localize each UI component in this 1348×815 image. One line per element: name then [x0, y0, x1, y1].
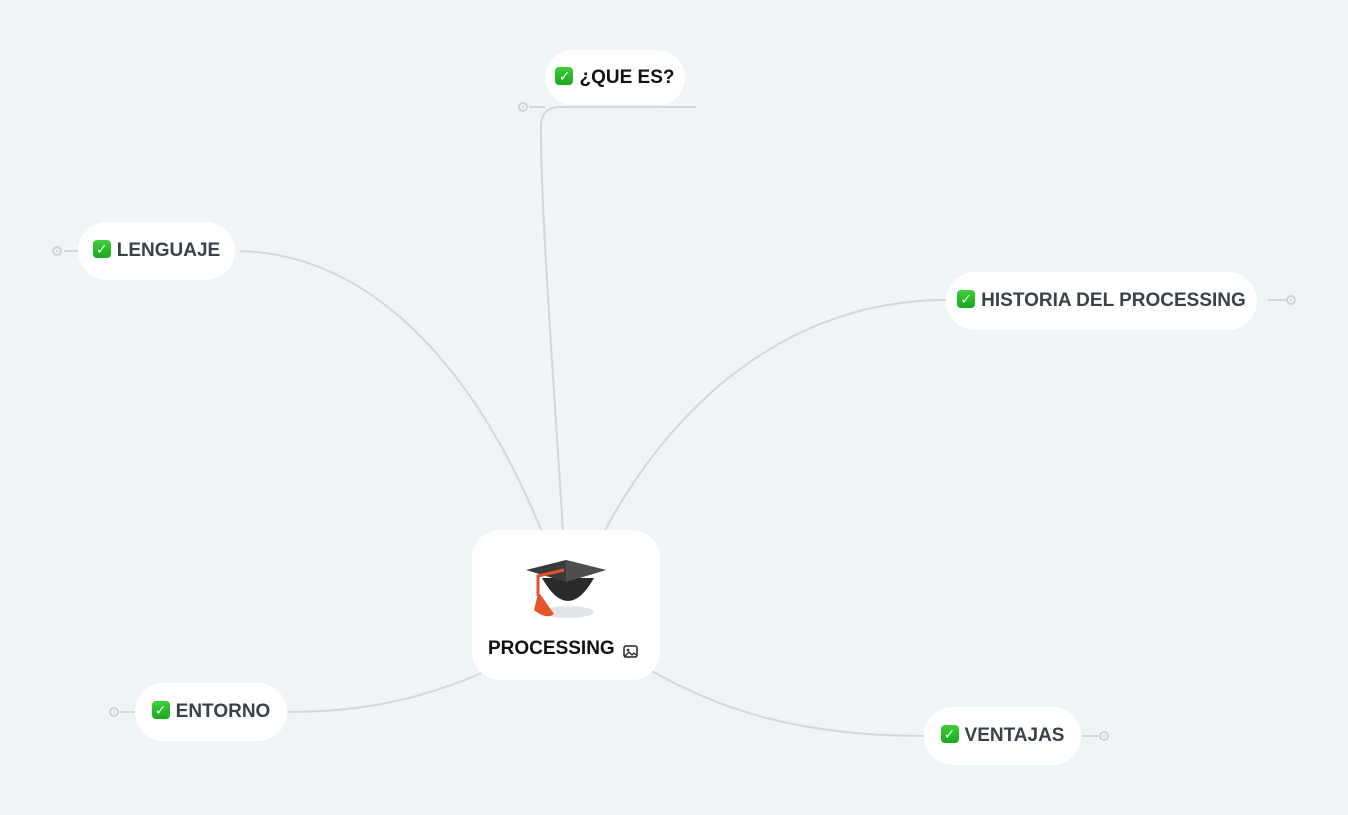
topic-historia[interactable]: ✓ HISTORIA DEL PROCESSING [946, 272, 1257, 330]
collapse-handle-entorno[interactable] [109, 707, 119, 717]
collapse-handle-lenguaje[interactable] [52, 246, 62, 256]
topic-ventajas[interactable]: ✓ VENTAJAS [924, 707, 1081, 765]
topic-label: LENGUAJE [116, 240, 221, 261]
root-topic-processing[interactable]: PROCESSING [472, 530, 660, 680]
topic-entorno[interactable]: ✓ ENTORNO [135, 683, 287, 741]
check-mark-icon: ✓ [92, 240, 111, 258]
check-mark-icon: ✓ [555, 66, 574, 85]
collapse-handle-ventajas[interactable] [1099, 731, 1109, 741]
topic-label: ENTORNO [175, 701, 271, 722]
topic-lenguaje[interactable]: ✓ LENGUAJE [78, 222, 235, 280]
collapse-handle-que-es[interactable] [518, 102, 528, 112]
topic-que-es[interactable]: ✓ ¿QUE ES? [545, 50, 685, 105]
image-icon[interactable] [623, 645, 638, 658]
topic-label: HISTORIA DEL PROCESSING [981, 290, 1246, 311]
check-mark-icon: ✓ [940, 725, 959, 743]
collapse-handle-historia[interactable] [1286, 295, 1296, 305]
topic-label: VENTAJAS [964, 725, 1065, 746]
check-mark-icon: ✓ [151, 701, 170, 719]
root-label: PROCESSING [488, 638, 615, 659]
check-mark-icon: ✓ [957, 290, 976, 308]
topic-label: ¿QUE ES? [579, 66, 675, 88]
graduation-cap-icon [526, 560, 606, 618]
